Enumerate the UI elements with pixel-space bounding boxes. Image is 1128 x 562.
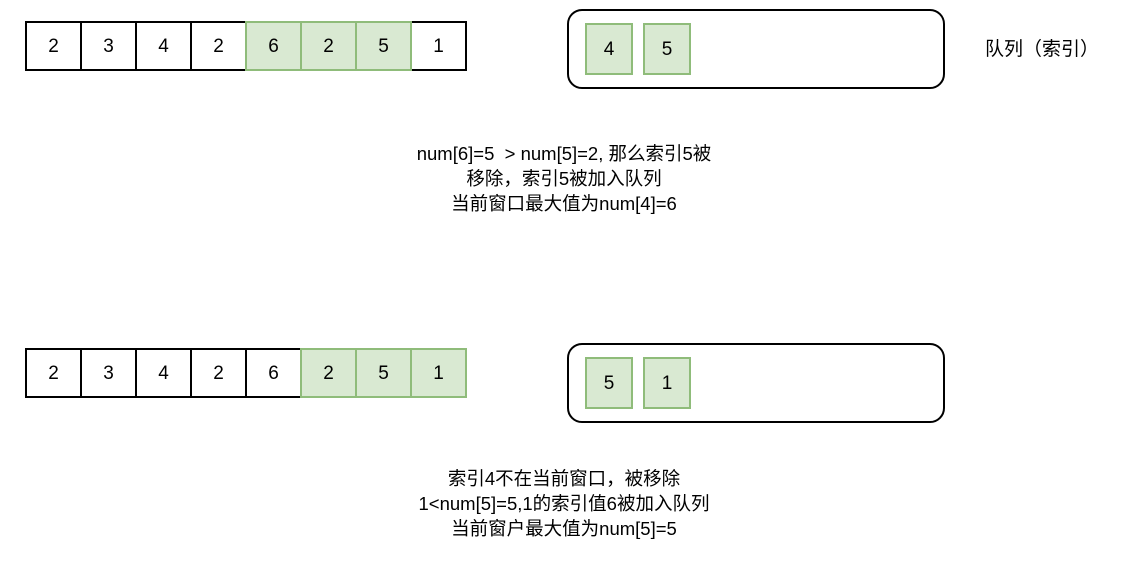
caption-line: 索引4不在当前窗口，被移除: [447, 468, 681, 489]
array-cell: 1: [410, 21, 467, 71]
array-cell: 6: [245, 348, 302, 398]
queue-cell: 4: [585, 23, 633, 75]
array-cell: 4: [135, 21, 192, 71]
array-cell: 3: [80, 348, 137, 398]
array-cell: 1: [410, 348, 467, 398]
caption-line: 当前窗口最大值为num[4]=6: [451, 193, 677, 214]
array-cell: 2: [190, 21, 247, 71]
caption-step-1: num[6]=5 > num[5]=2, 那么索引5被移除，索引5被加入队列当前…: [0, 141, 1128, 216]
array-cell: 5: [355, 21, 412, 71]
array-cell: 2: [300, 21, 357, 71]
array-cell: 3: [80, 21, 137, 71]
queue-cell: 5: [643, 23, 691, 75]
array-cell: 2: [190, 348, 247, 398]
queue-cell: 1: [643, 357, 691, 409]
caption-step-2: 索引4不在当前窗口，被移除 1<num[5]=5,1的索引值6被加入队列当前窗户最…: [0, 466, 1128, 541]
array-cell: 2: [25, 348, 82, 398]
array-cell: 4: [135, 348, 192, 398]
array-cell: 2: [25, 21, 82, 71]
array-cell: 5: [355, 348, 412, 398]
array-cell: 2: [300, 348, 357, 398]
caption-line: num[6]=5 > num[5]=2, 那么索引5被: [416, 143, 712, 164]
caption-line: 移除，索引5被加入队列: [466, 168, 662, 189]
queue-cell: 5: [585, 357, 633, 409]
caption-line: 当前窗户最大值为num[5]=5: [451, 518, 677, 539]
array-cell: 6: [245, 21, 302, 71]
queue-label-indices: 队列（索引）: [985, 39, 1100, 60]
caption-line: 1<num[5]=5,1的索引值6被加入队列: [418, 493, 710, 514]
